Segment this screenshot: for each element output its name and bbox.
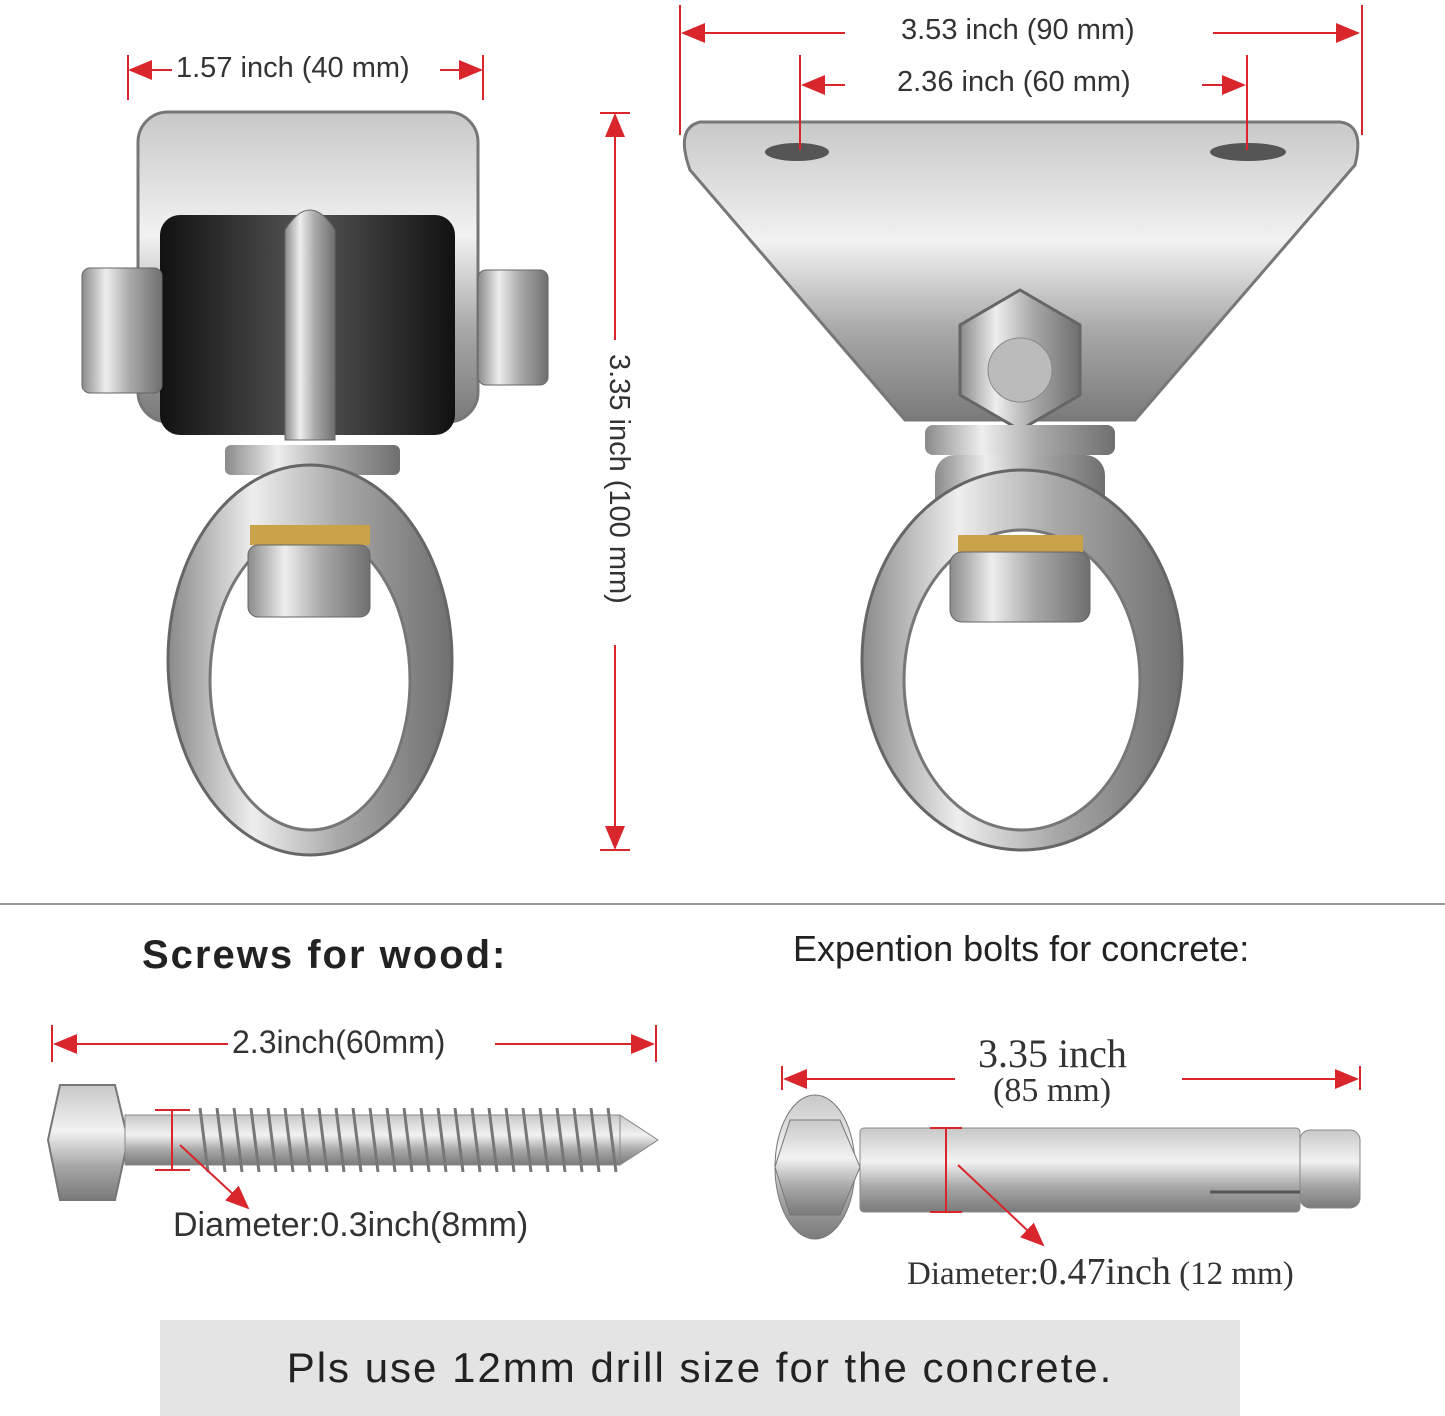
screw-thread [436,1107,448,1173]
bolt-diameter-value: 0.47inch [1038,1251,1171,1293]
screw-diameter-label: Diameter:0.3inch(8mm) [173,1206,529,1244]
plate-width-label: 3.53 inch (90 mm) [897,14,1139,47]
screw-thread [198,1107,210,1173]
screw-thread [606,1107,618,1173]
screw-thread [402,1107,414,1173]
screw-thread [283,1107,295,1173]
screw-thread [351,1107,363,1173]
section-divider [0,903,1445,905]
concrete-bolts-heading: Expention bolts for concrete: [793,928,1250,969]
screw-thread [470,1107,482,1173]
screw-thread [385,1107,397,1173]
dimension-lines [51,5,1363,1247]
bolt-diameter-mm: (12 mm) [1179,1256,1294,1292]
screw-thread [487,1107,499,1173]
screw-thread [215,1107,227,1173]
screw-thread [521,1107,533,1173]
wood-screws-heading: Screws for wood: [142,933,508,977]
drill-size-notice: Pls use 12mm drill size for the concrete… [160,1320,1240,1416]
hole-spacing-label: 2.36 inch (60 mm) [893,66,1135,99]
screw-thread [249,1107,261,1173]
screw-thread [334,1107,346,1173]
screw-thread [300,1107,312,1173]
screw-thread [572,1107,584,1173]
height-dimension-label: 3.35 inch (100 mm) [603,354,635,604]
bolt-diameter-label: Diameter:0.47inch (12 mm) [907,1250,1294,1294]
expansion-bolt [774,1094,1361,1240]
screw-thread [232,1107,244,1173]
width-dimension-label: 1.57 inch (40 mm) [172,52,414,85]
screw-thread [453,1107,465,1173]
screw-thread [419,1107,431,1173]
wood-screw [46,1084,659,1201]
screw-length-label: 2.3inch(60mm) [228,1024,450,1061]
bolt-length-mm-label: (85 mm) [993,1072,1112,1109]
bolt-length-label: 3.35 inch [978,1031,1127,1076]
screw-thread [589,1107,601,1173]
screw-thread [538,1107,550,1173]
screw-thread [368,1107,380,1173]
swivel-hanger-roller [81,110,549,857]
notice-text: Pls use 12mm drill size for the concrete… [286,1344,1114,1391]
screw-thread [317,1107,329,1173]
screw-thread [555,1107,567,1173]
bolt-diameter-prefix: Diameter: [907,1256,1039,1292]
swivel-hanger-plate [682,120,1360,852]
screw-thread [266,1107,278,1173]
screw-thread [504,1107,516,1173]
